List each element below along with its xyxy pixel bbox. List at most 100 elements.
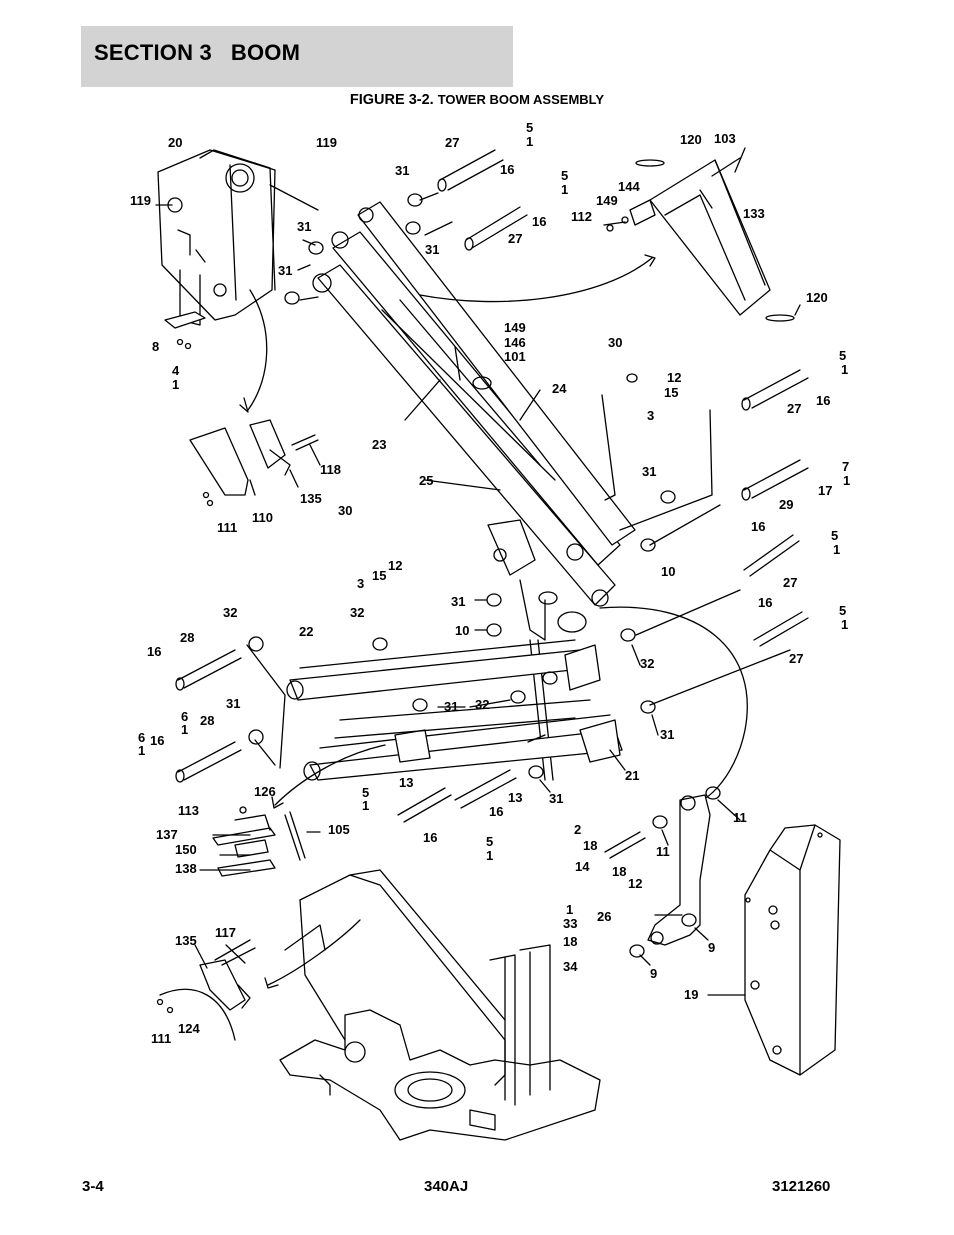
part-callout-label: 1 (833, 542, 840, 557)
section-title: SECTION 3 BOOM (94, 40, 301, 65)
part-callout-label: 15 (372, 568, 386, 583)
part-callout-label: 31 (226, 696, 240, 711)
stop-block-stack (212, 806, 306, 877)
part-callout-label: 16 (489, 804, 503, 819)
part-callout-label: 31 (278, 263, 292, 278)
part-callout-label: 105 (328, 822, 350, 837)
part-callout-label: 15 (664, 385, 678, 400)
turntable-base (279, 869, 601, 1141)
part-callout-label: 16 (423, 830, 437, 845)
part-callout-label: 27 (787, 401, 801, 416)
part-callout-label: 34 (563, 959, 578, 974)
part-callout-label: 31 (444, 699, 458, 714)
part-callout-label: 21 (625, 768, 639, 783)
part-callout-label: 4 (172, 363, 180, 378)
figure-title: FIGURE 3-2. TOWER BOOM ASSEMBLY (0, 92, 954, 108)
part-callout-label: 5 (526, 120, 533, 135)
bell-crank (629, 786, 721, 958)
part-callout-label: 103 (714, 131, 736, 146)
part-callout-label: 101 (504, 349, 526, 364)
part-callout-label: 118 (320, 462, 341, 477)
part-callout-label: 111 (217, 520, 237, 535)
part-callout-label: 149 (504, 320, 526, 335)
part-callout-label: 110 (252, 510, 273, 525)
part-callout-label: 117 (215, 925, 236, 940)
part-callout-label: 9 (650, 966, 657, 981)
part-callout-label: 5 (839, 603, 846, 618)
part-callout-label: 1 (486, 848, 493, 863)
part-callout-label: 16 (532, 214, 546, 229)
part-callout-label: 32 (350, 605, 364, 620)
part-callout-label: 5 (561, 168, 568, 183)
part-callout-label: 23 (372, 437, 386, 452)
part-callout-label: 1 (362, 798, 369, 813)
tower-boom-tubes (312, 201, 636, 781)
part-callout-label: 16 (150, 733, 164, 748)
part-callout-label: 150 (175, 842, 197, 857)
part-callout-label: 135 (175, 933, 197, 948)
part-callout-label: 14 (575, 859, 590, 874)
section-header-bar (81, 26, 513, 87)
part-callout-label: 1 (566, 902, 573, 917)
part-callout-label: 16 (751, 519, 765, 534)
part-callout-label: 119 (130, 193, 151, 208)
part-callout-label: 32 (640, 656, 654, 671)
part-callout-label: 27 (783, 575, 797, 590)
part-callout-label: 1 (561, 182, 568, 197)
part-callout-label: 16 (816, 393, 830, 408)
part-callout-label: 124 (178, 1021, 200, 1036)
part-callout-label: 16 (758, 595, 772, 610)
part-callout-label: 138 (175, 861, 197, 876)
part-callout-label: 1 (841, 617, 848, 632)
part-callout-label: 18 (612, 864, 626, 879)
part-callout-label: 28 (180, 630, 194, 645)
part-callout-label: 1 (841, 362, 848, 377)
part-callout-label: 25 (419, 473, 433, 488)
limit-switch-upper (189, 419, 319, 507)
part-callout-label: 7 (842, 459, 849, 474)
part-callout-label: 137 (156, 827, 178, 842)
part-callout-label: 5 (486, 834, 493, 849)
part-callout-label: 33 (563, 916, 577, 931)
lower-link-assembly (286, 639, 623, 781)
part-callout-label: 1 (172, 377, 179, 392)
part-callout-label: 28 (200, 713, 214, 728)
part-callout-label: 16 (500, 162, 514, 177)
part-callout-label: 6 (181, 709, 188, 724)
part-callout-label: 1 (526, 134, 533, 149)
part-callout-label: 31 (425, 242, 439, 257)
part-callout-label: 9 (708, 940, 715, 955)
part-callout-label: 19 (684, 987, 698, 1002)
part-callout-label: 120 (680, 132, 702, 147)
page-number: 3-4 (82, 1178, 104, 1195)
part-callout-label: 144 (618, 179, 640, 194)
document-number: 3121260 (772, 1178, 831, 1195)
part-callout-label: 3 (647, 408, 654, 423)
part-callout-label: 30 (338, 503, 352, 518)
part-callout-label: 111 (151, 1031, 171, 1046)
part-callout-label: 149 (596, 193, 618, 208)
part-callout-label: 31 (297, 219, 311, 234)
part-callout-label: 133 (743, 206, 765, 221)
limit-switch-lower (156, 939, 256, 1041)
part-callout-label: 13 (399, 775, 413, 790)
part-callout-label: 27 (445, 135, 459, 150)
part-callout-label: 1 (843, 473, 850, 488)
part-callout-label: 3 (357, 576, 364, 591)
part-callout-label: 5 (362, 785, 369, 800)
part-callout-label: 32 (475, 697, 489, 712)
part-callout-label: 24 (552, 381, 567, 396)
part-callout-label: 119 (316, 135, 337, 150)
part-callout-label: 5 (839, 348, 846, 363)
part-callout-label: 120 (806, 290, 828, 305)
part-callout-label: 26 (597, 909, 611, 924)
pivot-bracket-upper (157, 149, 276, 350)
part-callout-label: 10 (455, 623, 469, 638)
part-callout-label: 30 (608, 335, 622, 350)
part-callout-label: 11 (656, 844, 670, 859)
part-callout-label: 113 (178, 803, 199, 818)
part-callout-label: 126 (254, 784, 276, 799)
part-callout-label: 12 (388, 558, 402, 573)
